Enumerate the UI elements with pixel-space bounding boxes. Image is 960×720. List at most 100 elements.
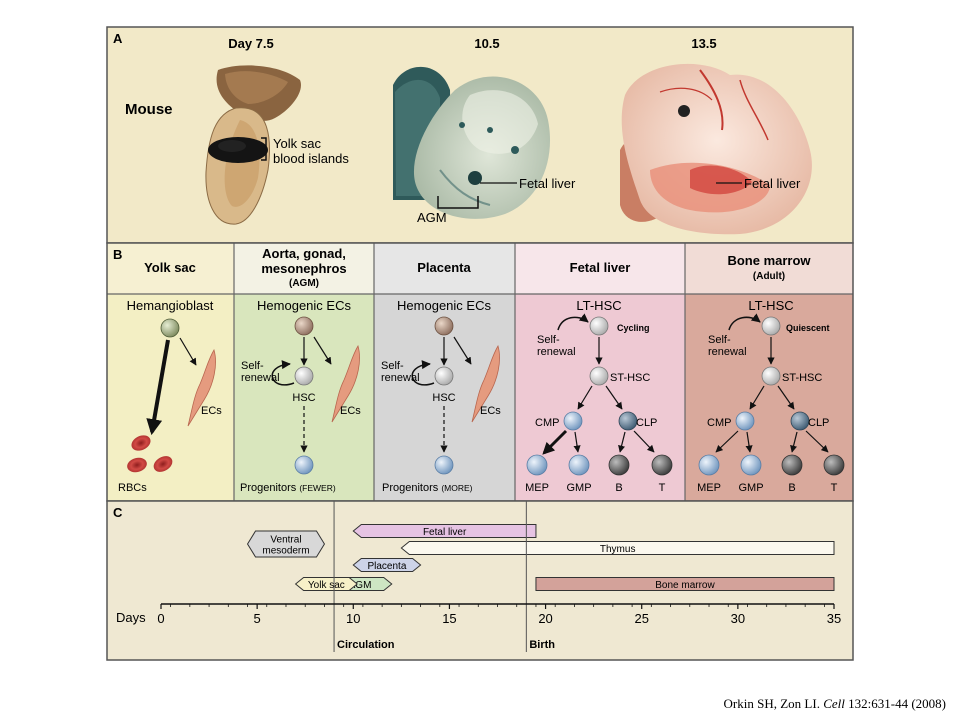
citation-authors: Orkin SH, Zon LI. xyxy=(723,696,820,711)
timeline-bar-label: Bone marrow xyxy=(655,580,715,591)
fl-cmp-label: CMP xyxy=(535,417,559,429)
fl-gmp-cell xyxy=(568,454,590,476)
bm-cmp-to-gmp-arrow xyxy=(745,431,753,453)
stage-10-5: 10.5 xyxy=(474,36,499,51)
header-bone-marrow-line1: Bone marrow xyxy=(727,253,811,268)
bm-lt-hsc-label: LT-HSC xyxy=(748,298,793,313)
bm-t-cell xyxy=(823,454,845,476)
fl-st-hsc-label: ST-HSC xyxy=(610,372,650,384)
placenta-to-ec-arrow xyxy=(453,336,472,365)
agm-hemogenic-label: Hemogenic ECs xyxy=(257,298,351,313)
header-agm-line1: Aorta, gonad, xyxy=(262,246,346,261)
yolk-sac-label: Yolk sac xyxy=(273,136,321,151)
yolk-sac-header-bg xyxy=(107,243,234,294)
bm-cmp-label: CMP xyxy=(707,417,731,429)
placenta-self-renewal-arrow xyxy=(411,360,435,386)
panel-c-letter: C xyxy=(113,505,123,520)
citation-journal: Cell xyxy=(823,696,845,711)
placenta-hsc-label: HSC xyxy=(432,392,455,404)
timeline-bar-label: mesoderm xyxy=(262,546,309,557)
rbcs-label: RBCs xyxy=(118,482,147,494)
agm-label: AGM xyxy=(417,210,447,225)
agm-progenitor-cell xyxy=(294,455,314,475)
timeline-tick-label: 20 xyxy=(538,611,552,626)
agm-progenitors-label: Progenitors (FEWER) xyxy=(240,482,336,494)
timeline-bar xyxy=(246,530,326,558)
header-bone-marrow-line2: (Adult) xyxy=(753,271,785,282)
hemangioblast-to-ec-arrow xyxy=(179,337,197,366)
header-placenta: Placenta xyxy=(417,260,471,275)
placenta-progenitor-cell xyxy=(434,455,454,475)
timeline-marker-label: Birth xyxy=(529,639,555,651)
timeline-tick-label: 0 xyxy=(157,611,164,626)
rbc-cell xyxy=(127,457,147,473)
fl-mep-cell xyxy=(526,454,548,476)
timeline-bar xyxy=(400,541,835,555)
bm-mep-cell xyxy=(698,454,720,476)
bm-b-cell xyxy=(781,454,803,476)
fl-cycling-label: Cycling xyxy=(617,323,650,333)
citation: Orkin SH, Zon LI. Cell 132:631-44 (2008) xyxy=(724,696,946,712)
header-yolk-sac: Yolk sac xyxy=(144,260,196,275)
day-7-5-embryo-image xyxy=(205,65,301,225)
placenta-self-label-1: Self- xyxy=(381,360,404,372)
fl-self-renewal-arrow xyxy=(557,313,589,331)
bone-marrow-header-bg xyxy=(685,243,853,294)
placenta-header-bg xyxy=(374,243,515,294)
blood-islands-label: blood islands xyxy=(273,151,349,166)
fl-clp-label: CLP xyxy=(636,417,657,429)
bm-clp-cell xyxy=(790,411,810,431)
agm-hsc-label: HSC xyxy=(292,392,315,404)
placenta-hemogenic-label: Hemogenic ECs xyxy=(397,298,491,313)
header-agm-line3: (AGM) xyxy=(289,278,319,289)
rbc-cell xyxy=(131,435,151,451)
fl-cmp-cell xyxy=(563,411,583,431)
yolk-sac-bracket xyxy=(261,137,267,161)
citation-ref: 132:631-44 (2008) xyxy=(848,696,946,711)
timeline-bar xyxy=(352,524,537,538)
bm-cmp-cell xyxy=(735,411,755,431)
agm-to-ec-arrow xyxy=(313,336,332,365)
fetal-liver-header-bg xyxy=(515,243,685,294)
rbc-cell xyxy=(153,456,173,472)
ec-label-yolk: ECs xyxy=(201,405,222,417)
fl-clp-cell xyxy=(618,411,638,431)
timeline-tick-label: 35 xyxy=(827,611,841,626)
timeline-bar-label: AGM xyxy=(349,580,372,591)
fl-st-to-clp-arrow xyxy=(605,385,623,410)
fl-self-label-1: Self- xyxy=(537,334,560,346)
hemangioblast-label: Hemangioblast xyxy=(127,298,214,313)
agm-hsc-cell xyxy=(294,366,314,386)
fl-st-hsc-cell xyxy=(589,366,609,386)
fetal-liver-label-2: Fetal liver xyxy=(744,176,801,191)
day-10-5-embryo-image xyxy=(393,66,551,219)
hemangioblast-to-rbc-arrow xyxy=(146,339,170,436)
timeline-bar-label: Fetal liver xyxy=(423,527,467,538)
placenta-hemogenic-cell xyxy=(434,316,454,336)
fl-mep-label: MEP xyxy=(525,482,549,494)
timeline-bar xyxy=(535,577,835,591)
fl-clp-to-t-arrow xyxy=(633,430,655,453)
panel-b: B Yolk sac Aorta, gonad, mesonephros (AG… xyxy=(106,242,854,502)
days-axis-label: Days xyxy=(116,610,146,625)
bm-st-hsc-cell xyxy=(761,366,781,386)
bm-lt-hsc-cell xyxy=(761,316,781,336)
timeline-tick-label: 10 xyxy=(346,611,360,626)
rbc-group xyxy=(127,435,173,473)
ec-cell-yolk xyxy=(187,349,216,427)
fl-lt-hsc-label: LT-HSC xyxy=(576,298,621,313)
placenta-progenitors-label: Progenitors (MORE) xyxy=(382,482,473,494)
panel-a: A Day 7.5 10.5 13.5 Mouse Yolk sac blood… xyxy=(106,26,854,244)
timeline-tick-label: 25 xyxy=(634,611,648,626)
bm-st-to-clp-arrow xyxy=(777,385,795,410)
bm-mep-label: MEP xyxy=(697,482,721,494)
day-13-5-embryo-image xyxy=(620,63,812,235)
bm-b-label: B xyxy=(788,482,795,494)
fl-t-cell xyxy=(651,454,673,476)
bm-gmp-label: GMP xyxy=(738,482,763,494)
timeline-bar-label: Yolk sac xyxy=(308,580,345,591)
agm-header-bg xyxy=(234,243,374,294)
timeline-bar xyxy=(294,577,358,591)
agm-self-label-1: Self- xyxy=(241,360,264,372)
